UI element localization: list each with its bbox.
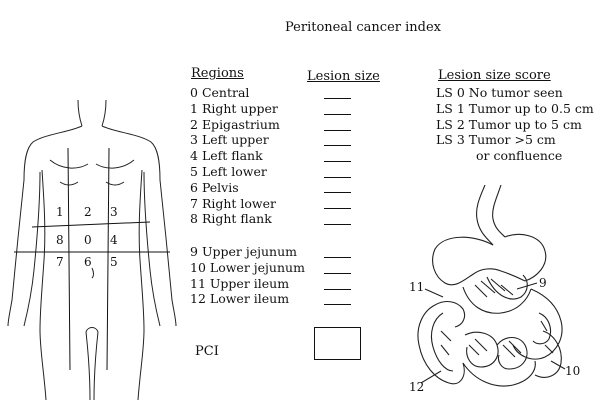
grid-number: 8 [56,233,64,247]
lesion-size-header: Lesion size [307,69,380,84]
bowel-label: 11 [409,280,424,294]
region-row: 1 Right upper [190,100,278,116]
bowel-label: 12 [409,380,424,394]
bowel-label: 9 [539,276,547,290]
region-row: 3 Left upper [190,132,269,148]
lesion-size-blank[interactable] [324,273,351,274]
lesion-size-blank[interactable] [324,130,351,131]
lesion-size-blank[interactable] [324,224,351,225]
lesion-size-score-header: Lesion size score [438,68,551,83]
torso-figure: 1 2 3 8 0 4 7 6 5 [7,100,177,400]
score-row: or confluence [476,148,563,164]
pci-score-box[interactable] [314,327,361,360]
region-row: 0 Central [190,85,250,100]
lesion-size-blank[interactable] [324,192,351,193]
region-row: 12 Lower ileum [190,291,290,307]
region-row: 11 Upper ileum [190,275,290,291]
small-bowel-figure: 11 9 12 10 [409,185,580,394]
score-row: LS 0 No tumor seen [436,85,563,100]
lesion-size-score-list: LS 0 No tumor seen LS 1 Tumor up to 0.5 … [436,85,594,164]
lesion-size-blank[interactable] [324,177,351,178]
grid-number: 2 [84,205,92,219]
grid-number: 5 [110,255,118,269]
page-title: Peritoneal cancer index [285,20,441,35]
region-row: 6 Pelvis [190,179,239,195]
lesion-size-blank[interactable] [324,289,351,290]
lesion-size-blank[interactable] [324,114,351,115]
score-row: LS 2 Tumor up to 5 cm [436,116,582,132]
region-row: 9 Upper jejunum [190,244,297,259]
region-row: 2 Epigastrium [190,116,280,132]
lesion-size-blank[interactable] [324,161,351,162]
region-row: 4 Left flank [190,148,263,164]
grid-number: 7 [56,255,64,269]
lesion-size-blank[interactable] [324,98,351,99]
grid-number: 3 [110,205,118,219]
region-row: 8 Right flank [190,211,272,227]
score-row: LS 3 Tumor >5 cm [436,132,556,148]
region-row: 10 Lower jejunum [190,259,305,275]
small-bowel-regions-list: 9 Upper jejunum 10 Lower jejunum 11 Uppe… [190,244,305,307]
lesion-size-blank[interactable] [324,304,351,305]
regions-header: Regions [191,66,244,81]
grid-number: 4 [110,233,118,247]
grid-number: 6 [84,255,92,269]
grid-number: 0 [84,233,92,247]
regions-list: 0 Central 1 Right upper 2 Epigastrium 3 … [190,85,280,227]
region-row: 5 Left lower [190,163,267,179]
bowel-label: 10 [565,364,580,378]
lesion-size-blank[interactable] [324,257,351,258]
lesion-size-blank[interactable] [324,145,351,146]
lesion-size-blank[interactable] [324,208,351,209]
pci-label: PCI [195,344,219,359]
region-row: 7 Right lower [190,195,276,211]
score-row: LS 1 Tumor up to 0.5 cm [436,100,594,116]
grid-number: 1 [56,205,64,219]
